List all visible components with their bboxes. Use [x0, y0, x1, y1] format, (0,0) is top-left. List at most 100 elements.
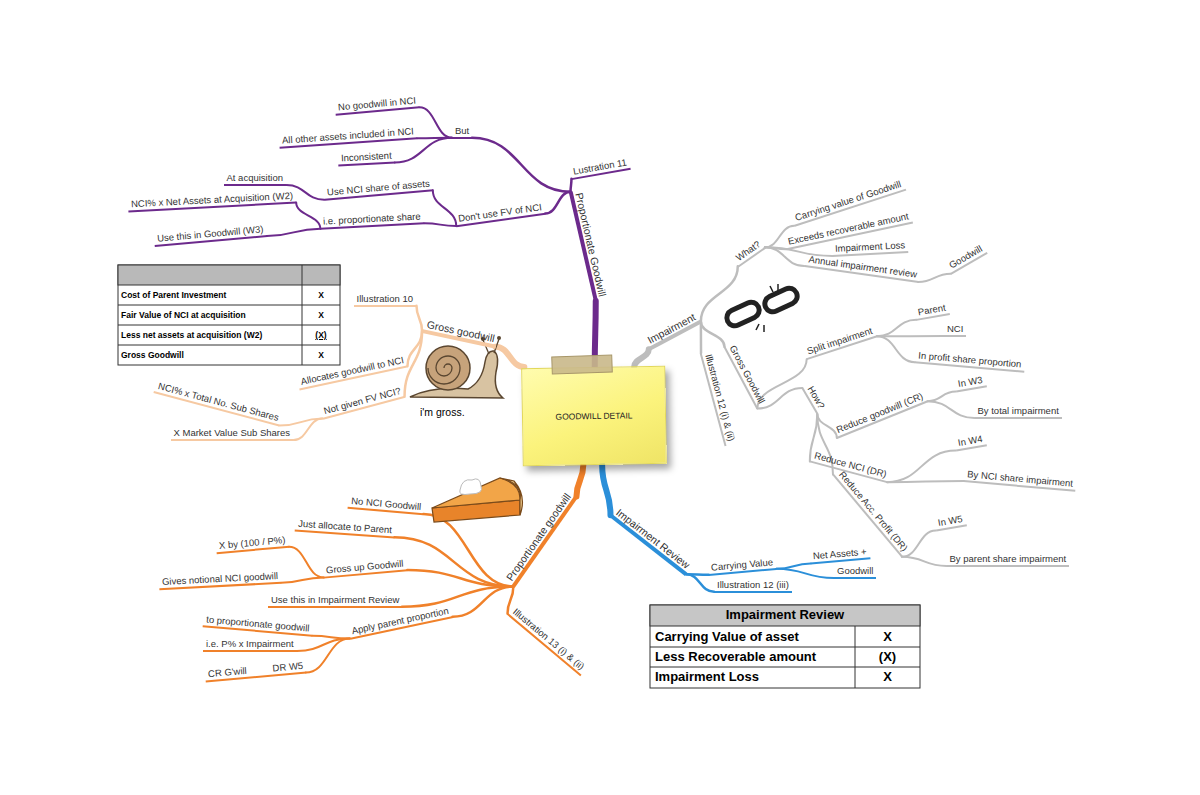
break-spark — [777, 284, 779, 291]
topic-text: Proportionate goodwill — [504, 491, 573, 583]
branch-line — [495, 347, 524, 367]
topic-text: NCI% x Net Assets at Acquisition (W2) — [131, 190, 293, 210]
sub-branch-topic: NCI — [944, 323, 966, 337]
topic-text: Don't use FV of NCI — [457, 201, 542, 225]
topic-text: In W3 — [956, 374, 983, 390]
sub-branch-topic: Split impairment — [803, 324, 878, 360]
topic-text: Carrying Value — [711, 556, 774, 573]
table-frame — [118, 265, 340, 365]
sub-branch-topic: Parent — [914, 301, 950, 321]
sub-branch-topic: i.e. proportionate share — [320, 210, 424, 229]
sub-branch-topic: CR G'willDR W5 — [204, 660, 306, 683]
branch-line — [405, 331, 423, 396]
branch-line — [395, 138, 452, 163]
topic-text: Gross goodwill — [425, 318, 495, 344]
branch-line — [576, 465, 583, 496]
sub-branch-topic: All other assets included in NCI — [279, 125, 418, 149]
branch-line — [928, 401, 975, 418]
branch-line — [424, 223, 456, 226]
sub-branch-topic: Gross up Goodwill — [323, 557, 408, 578]
sub-branch-topic: Just allocate to Parent — [295, 518, 396, 539]
branch-line — [602, 465, 610, 515]
topic-text: X by (100 / P%) — [218, 534, 285, 552]
sub-branch-topic: In W5 — [934, 512, 967, 531]
branch-line — [928, 392, 956, 402]
sub-branch-topic: Allocates goodwill to NCI — [296, 354, 408, 391]
chain-link — [724, 300, 762, 329]
sub-branch-topic: How? — [802, 381, 829, 414]
sub-branch-topic: Not given FV NCI? — [319, 384, 405, 420]
topic-text: By parent share impairment — [950, 553, 1067, 565]
sub-branch-topic: Apply parent proportion — [347, 604, 452, 639]
table-cell: X — [855, 670, 920, 684]
topic-text: Use this in Goodwill (W3) — [156, 223, 263, 244]
branch-line — [902, 557, 947, 566]
branch-line — [433, 190, 456, 226]
branch-line — [296, 203, 320, 229]
branch-line — [472, 138, 571, 192]
sub-branch-topic: i.e. P% x Impairment — [203, 638, 297, 652]
branch-line — [407, 570, 513, 586]
main-branch-topic: Gross goodwill — [422, 317, 499, 348]
branch-line — [281, 577, 323, 582]
topic-text: Split impairment — [806, 325, 874, 357]
topic-text: to proportionate goodwill — [206, 614, 310, 635]
topic-text: Reduce goodwill (CR) — [835, 390, 925, 436]
table-header — [118, 265, 340, 285]
branch-line — [887, 481, 964, 482]
topic-text: NCI — [947, 323, 963, 335]
sub-branch-topic: NCI% x Total No. Sub Shares — [153, 379, 283, 426]
topic-text: Impairment Review — [614, 506, 692, 571]
branch-line — [877, 320, 916, 336]
branch-line — [289, 547, 324, 578]
table-cell: Cost of Parent Investment — [121, 288, 299, 302]
topic-text: In profit share proportion — [918, 350, 1022, 371]
topic-text: i.e. P% x Impairment — [206, 638, 294, 650]
table-cell: Less net assets at acquisition (W2) — [121, 328, 299, 342]
main-branch-topic: Proportionate goodwill — [502, 488, 578, 587]
topic-text: Goodwill — [947, 243, 985, 272]
sub-branch-topic: In W3 — [954, 373, 987, 392]
branch-line — [765, 247, 804, 266]
topic-text: Just allocate to Parent — [298, 518, 393, 537]
branch-line — [701, 321, 725, 346]
sub-branch-topic: Use NCI share of assets — [323, 177, 433, 200]
topic-text: But — [455, 125, 469, 137]
table-cell: X — [302, 348, 340, 362]
topic-text: Illustration 10 — [357, 293, 414, 305]
broken-chain-icon — [724, 284, 800, 332]
table-rule — [855, 626, 856, 688]
topic-text: At acquisition — [227, 172, 284, 184]
topic-text: In W4 — [956, 433, 983, 449]
snail-eye — [497, 336, 501, 340]
break-spark — [763, 325, 765, 332]
table-rule — [302, 265, 303, 365]
table-rule — [650, 647, 920, 648]
break-spark — [756, 324, 759, 330]
break-spark — [770, 286, 773, 292]
sub-branch-topic: Don't use FV of NCI — [454, 201, 545, 227]
topic-text: X Market Value Sub Shares — [174, 427, 291, 439]
topic-text: i.e. proportionate share — [323, 210, 421, 227]
topic-text: Gross Goodwill — [727, 343, 768, 406]
topic-text: Impairment Loss — [835, 239, 906, 255]
branch-line — [701, 266, 738, 321]
topic-text: By total impairment — [978, 405, 1059, 417]
topic-text: GOODWILL DETAIL — [555, 409, 632, 422]
branch-line — [918, 274, 951, 282]
table-rule — [118, 345, 340, 346]
topic-text: Lustration 11 — [572, 156, 627, 177]
sub-branch-topic: Inconsistent — [337, 150, 394, 167]
sub-branch-topic: Impairment Loss — [832, 239, 909, 257]
snail-shell — [426, 346, 470, 390]
topic-text: Illustration 12 (iii) — [717, 579, 789, 591]
table-cell: Impairment Loss — [655, 670, 853, 684]
branch-line — [634, 349, 649, 367]
branch-line — [306, 639, 350, 673]
topic-text: Net Assets + — [812, 546, 866, 563]
table-frame — [650, 605, 920, 688]
